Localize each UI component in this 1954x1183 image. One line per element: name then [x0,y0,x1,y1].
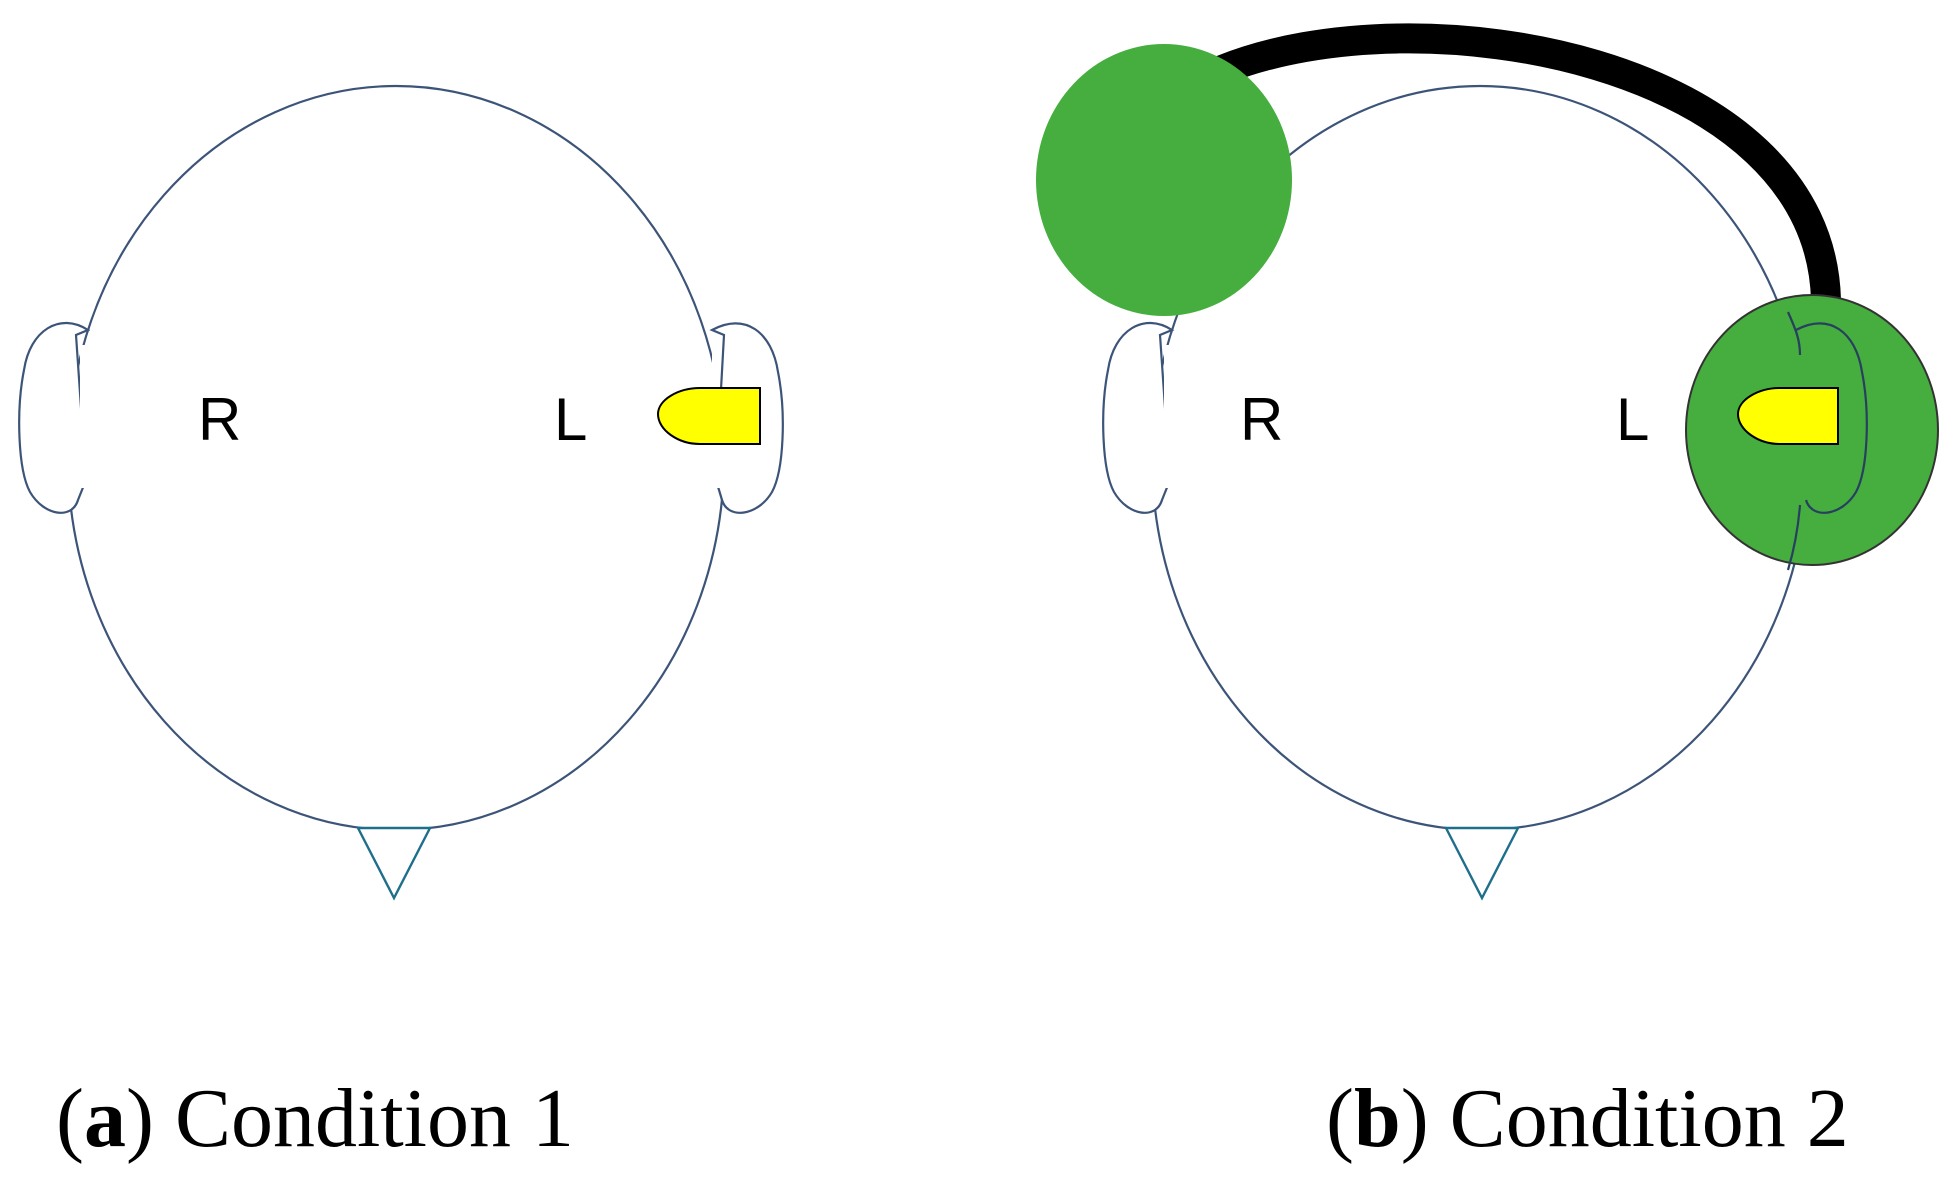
caption-text: ) Condition 1 [126,1072,574,1165]
headband [1216,23,1841,301]
nose-marker [1444,826,1520,901]
yellow-ear-device-icon [656,387,761,445]
caption-text: ) Condition 2 [1401,1072,1849,1165]
caption-letter: a [84,1072,126,1165]
right-ear [18,321,91,514]
nose-marker [356,826,432,901]
panel-a-caption: (a) Condition 1 [56,1072,574,1165]
caption-letter: b [1354,1072,1401,1165]
head-edge-through-cup [1786,311,1802,571]
caption-open-paren: ( [1326,1072,1354,1165]
right-side-label: R [198,386,241,453]
caption-open-paren: ( [56,1072,84,1165]
yellow-ear-device-icon [1736,387,1839,445]
left-side-label: L [554,386,587,453]
right-ear [1102,321,1175,514]
panel-b: R L (b) Condition 2 [1036,23,1939,1165]
head-outline [66,84,726,832]
left-side-label: L [1616,386,1649,453]
panel-b-caption: (b) Condition 2 [1326,1072,1849,1165]
left-ear-through-cup [1795,322,1868,514]
green-headphone-cup-icon [1036,44,1292,316]
panel-a: R L (a) Condition 1 [18,84,784,1165]
right-side-label: R [1240,386,1283,453]
